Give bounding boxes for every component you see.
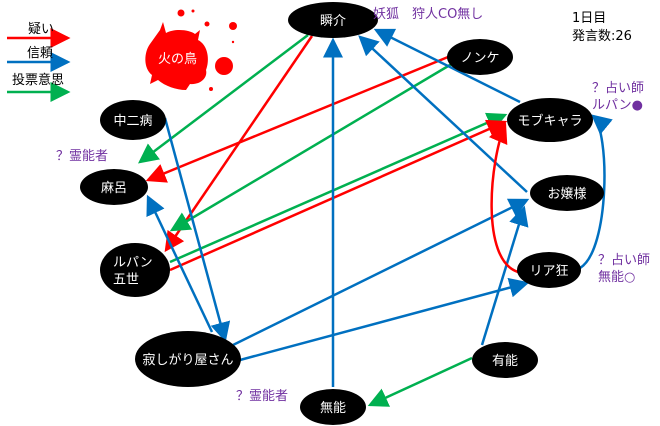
node-ellipse [447, 39, 513, 75]
edge-trust-yuunou-to-ojou [480, 205, 529, 346]
edge-trust-sabishi-to-riakyo [239, 277, 530, 362]
note-riakyo: ？占い師 無能○ [598, 253, 651, 285]
node-yuunou[interactable]: 有能 [472, 342, 538, 378]
node-ellipse [135, 331, 241, 387]
note-mob: ？占い師 ルパン● [592, 81, 645, 113]
edge-trust-ojou-to-shunsuke [358, 35, 528, 193]
node-label: モブキャラ [517, 113, 582, 129]
node-label: 有能 [492, 354, 518, 369]
node-label: 瞬介 [320, 14, 346, 29]
node-label: 寂しがり屋さん [142, 352, 233, 368]
node-mob[interactable]: モブキャラ [507, 98, 593, 142]
edge-vote-yuunou-to-munou [367, 356, 473, 407]
node-ellipse [530, 175, 604, 211]
note-shunsuke: 妖狐 狩人CO無し [373, 7, 484, 22]
node-maro[interactable]: 麻呂 [80, 169, 148, 205]
blood-splat-icon [145, 9, 237, 91]
dead-player-label: 火の鳥 [158, 52, 198, 67]
node-label: ルパン [113, 256, 153, 271]
node-ellipse [288, 2, 378, 38]
edge-trust-riakyo-to-mob [579, 114, 613, 270]
edge-trust-mob-to-shunsuke [373, 28, 521, 104]
legend-trust-label: 信頼 [27, 46, 54, 61]
node-chuuni[interactable]: 中二病 [100, 100, 166, 140]
game-info: 1日目 発言数:26 [572, 10, 632, 46]
legend-arrows [7, 28, 71, 102]
legend-doubt-label: 疑い [28, 22, 55, 37]
node-ellipse [80, 169, 148, 205]
node-nonke[interactable]: ノンケ [447, 39, 513, 75]
edge-doubt-riakyo-to-mob [488, 122, 519, 274]
node-munou[interactable]: 無能 [300, 389, 366, 425]
node-ellipse [100, 243, 170, 297]
node-label: ノンケ [460, 51, 499, 66]
note-maro: ？霊能者 [56, 149, 109, 164]
node-sabishi[interactable]: 寂しがり屋さん [135, 331, 241, 387]
node-label: 無能 [320, 401, 346, 416]
node-ellipse [472, 342, 538, 378]
statement-count: 発言数:26 [572, 29, 632, 44]
day-label: 1日目 [572, 11, 607, 26]
edge-vote-lupin-to-mob [169, 112, 508, 264]
edge-doubt-nonke-to-maro [145, 55, 449, 183]
node-label: お嬢様 [547, 187, 586, 202]
edge-vote-nonke-to-lupin [169, 60, 456, 232]
edge-doubt-lupin-to-mob [169, 119, 508, 272]
node-shunsuke[interactable]: 瞬介 [288, 2, 378, 38]
node-ellipse [100, 100, 166, 140]
edge-trust-chuuni-to-sabishi [163, 117, 231, 343]
edge-vote-shunsuke-to-maro [138, 34, 309, 164]
node-label: 中二病 [113, 114, 152, 129]
note-munou: ？霊能者 [236, 389, 289, 404]
node-riakyo[interactable]: リア狂 [517, 252, 581, 288]
node-label: 麻呂 [101, 181, 127, 196]
legend-vote-label: 投票意思 [12, 73, 65, 88]
node-label: リア狂 [529, 264, 568, 279]
edge-trust-sabishi-to-ojou [232, 198, 530, 347]
node-label: 五世 [113, 273, 139, 288]
node-ojou[interactable]: お嬢様 [530, 175, 604, 211]
node-ellipse [507, 98, 593, 142]
edge-trust-sabishi-to-maro [146, 194, 214, 333]
node-ellipse [300, 389, 366, 425]
node-ellipse [517, 252, 581, 288]
